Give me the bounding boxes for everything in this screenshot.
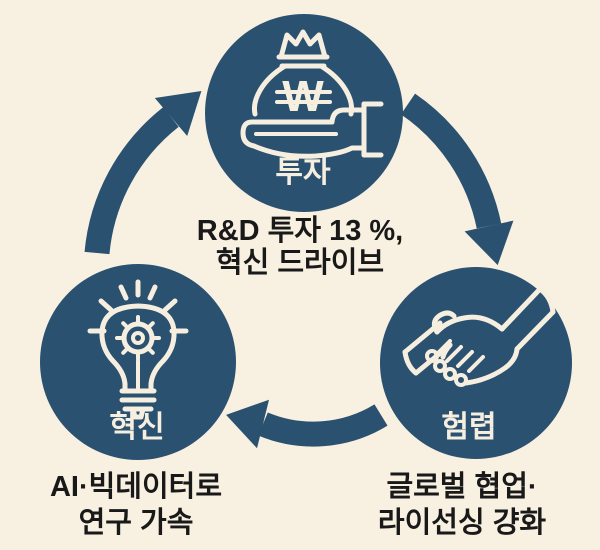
- node-circle: [205, 14, 403, 212]
- node-label-investment: 투자: [275, 156, 331, 189]
- node-investment: W 투자: [205, 14, 403, 212]
- caption-line: 글로벌 협업·: [386, 470, 537, 503]
- caption-innovation: AI·빅데이터로 연구 가속: [50, 470, 222, 539]
- arrow-head-icon: [464, 220, 514, 266]
- caption-cooperation: 글로벌 협업· 라이선싱 걍화: [378, 470, 546, 539]
- node-cooperation: 험렵: [380, 267, 572, 459]
- money-bag-hand-icon: W: [240, 29, 384, 159]
- arrow-arc: [258, 404, 388, 447]
- arrow-investment-to-cooperation: [400, 93, 514, 266]
- node-label-innovation: 혁신: [109, 411, 164, 444]
- arrow-head-icon: [154, 91, 202, 136]
- arrow-innovation-to-investment: [84, 91, 202, 255]
- won-symbol: W: [282, 72, 324, 121]
- handshake-icon: [402, 286, 556, 387]
- caption-line: R&D 투자 13 %,: [197, 214, 403, 247]
- caption-investment: R&D 투자 13 %, 혁신 드라이브: [197, 214, 403, 279]
- node-innovation: 혁신: [40, 264, 236, 460]
- node-label-cooperation: 험렵: [441, 411, 496, 444]
- arrow-cooperation-to-innovation: [226, 399, 388, 449]
- caption-line: 연구 가속: [79, 506, 194, 539]
- arrow-head-icon: [226, 399, 269, 449]
- arrow-arc: [84, 107, 179, 255]
- lightbulb-gear-icon: [87, 279, 189, 420]
- caption-line: 라이선싱 걍화: [378, 506, 546, 539]
- arrow-arc: [400, 93, 502, 229]
- caption-line: 혁신 드라이브: [216, 246, 384, 279]
- caption-line: AI·빅데이터로: [50, 470, 222, 503]
